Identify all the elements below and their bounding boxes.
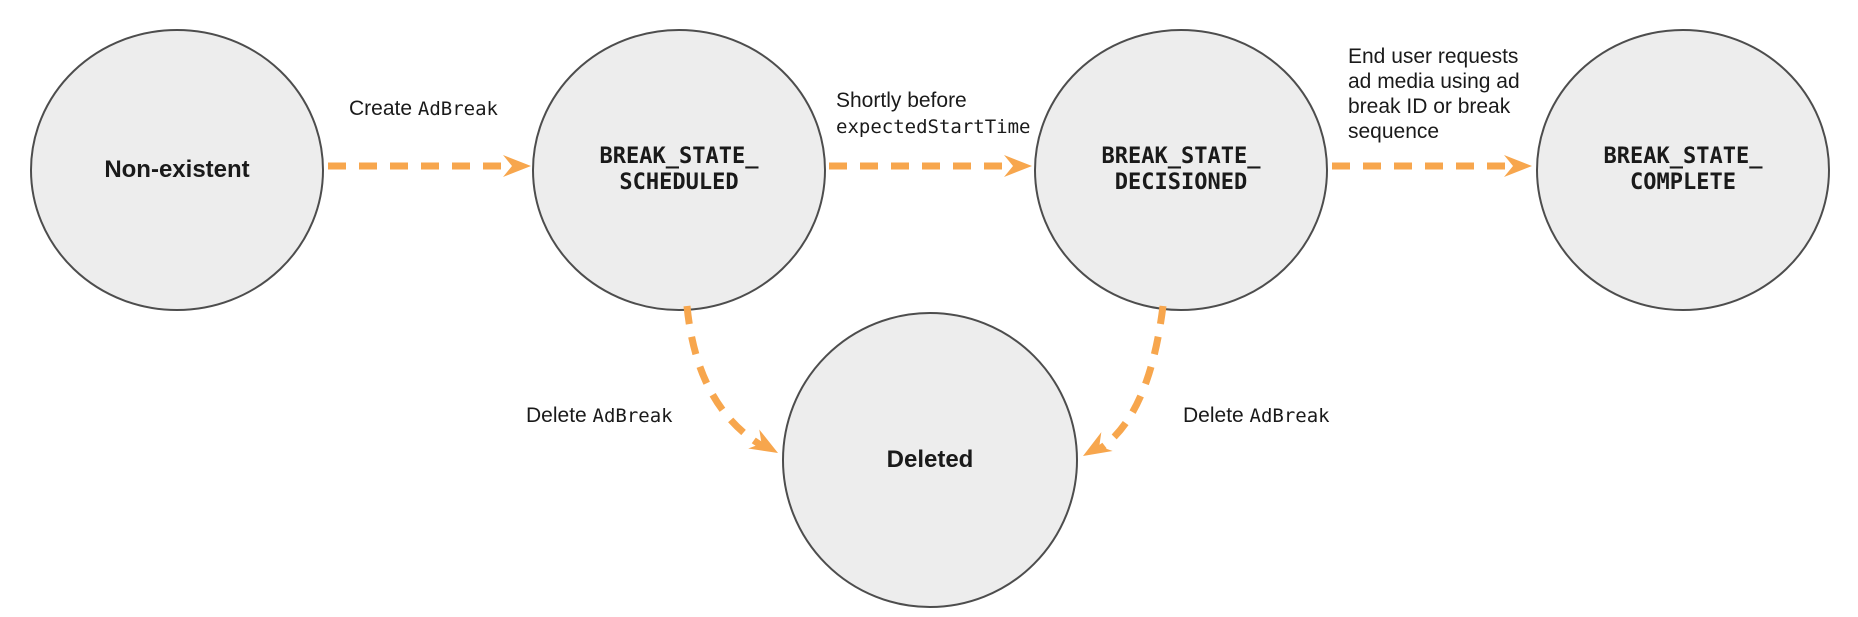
edge-label-create-adbreak: Create AdBreak bbox=[349, 96, 498, 122]
label-non-existent: Non-existent bbox=[104, 156, 250, 183]
edge-label-delete-left-code: AdBreak bbox=[592, 405, 673, 427]
label-decisioned-line2: DECISIONED bbox=[1114, 170, 1248, 195]
label-scheduled: BREAK_STATE_ SCHEDULED bbox=[533, 144, 825, 196]
label-complete-line1: BREAK_STATE_ bbox=[1603, 144, 1763, 169]
label-decisioned-line1: BREAK_STATE_ bbox=[1101, 144, 1261, 169]
edge-label-delete-left-text: Delete bbox=[526, 404, 593, 427]
edge-label-delete-right: Delete AdBreak bbox=[1183, 403, 1330, 429]
label-decisioned: BREAK_STATE_ DECISIONED bbox=[1035, 144, 1327, 196]
edge-label-decision-code: expectedStartTime bbox=[836, 116, 1031, 138]
edge-label-create-text: Create bbox=[349, 97, 418, 120]
edge-label-complete-line1: End user requests bbox=[1348, 45, 1519, 68]
edge-label-delete-left: Delete AdBreak bbox=[526, 403, 673, 429]
arrow-delete-left bbox=[683, 305, 766, 451]
edge-label-complete-line2: ad media using ad bbox=[1348, 70, 1520, 93]
arrow-delete-right bbox=[1096, 305, 1167, 453]
arrowhead-delete-left-icon bbox=[748, 429, 778, 453]
state-node-scheduled bbox=[532, 29, 826, 311]
arrowhead-create-adbreak-icon bbox=[503, 155, 531, 177]
label-complete: BREAK_STATE_ COMPLETE bbox=[1537, 144, 1829, 196]
edge-label-decision-line1: Shortly before bbox=[836, 89, 967, 112]
arrowhead-complete-icon bbox=[1504, 155, 1532, 177]
edge-label-complete: End user requests ad media using ad brea… bbox=[1348, 44, 1520, 144]
label-scheduled-line2: SCHEDULED bbox=[619, 170, 739, 195]
state-node-non-existent bbox=[30, 29, 324, 311]
label-deleted: Deleted bbox=[886, 446, 974, 473]
arrowhead-delete-right-icon bbox=[1083, 432, 1113, 456]
edge-label-create-code: AdBreak bbox=[417, 98, 498, 120]
edge-label-complete-line3: break ID or break bbox=[1348, 95, 1511, 118]
edge-label-delete-right-code: AdBreak bbox=[1249, 405, 1330, 427]
state-node-complete bbox=[1536, 29, 1830, 311]
state-node-deleted bbox=[782, 312, 1078, 608]
edge-label-delete-right-text: Delete bbox=[1183, 404, 1250, 427]
label-complete-line2: COMPLETE bbox=[1630, 170, 1736, 195]
edge-label-decision: Shortly before expectedStartTime bbox=[836, 88, 1030, 140]
state-node-decisioned bbox=[1034, 29, 1328, 311]
arrowhead-decision-icon bbox=[1004, 155, 1032, 177]
edge-label-complete-line4: sequence bbox=[1348, 120, 1440, 143]
label-scheduled-line1: BREAK_STATE_ bbox=[599, 144, 759, 169]
